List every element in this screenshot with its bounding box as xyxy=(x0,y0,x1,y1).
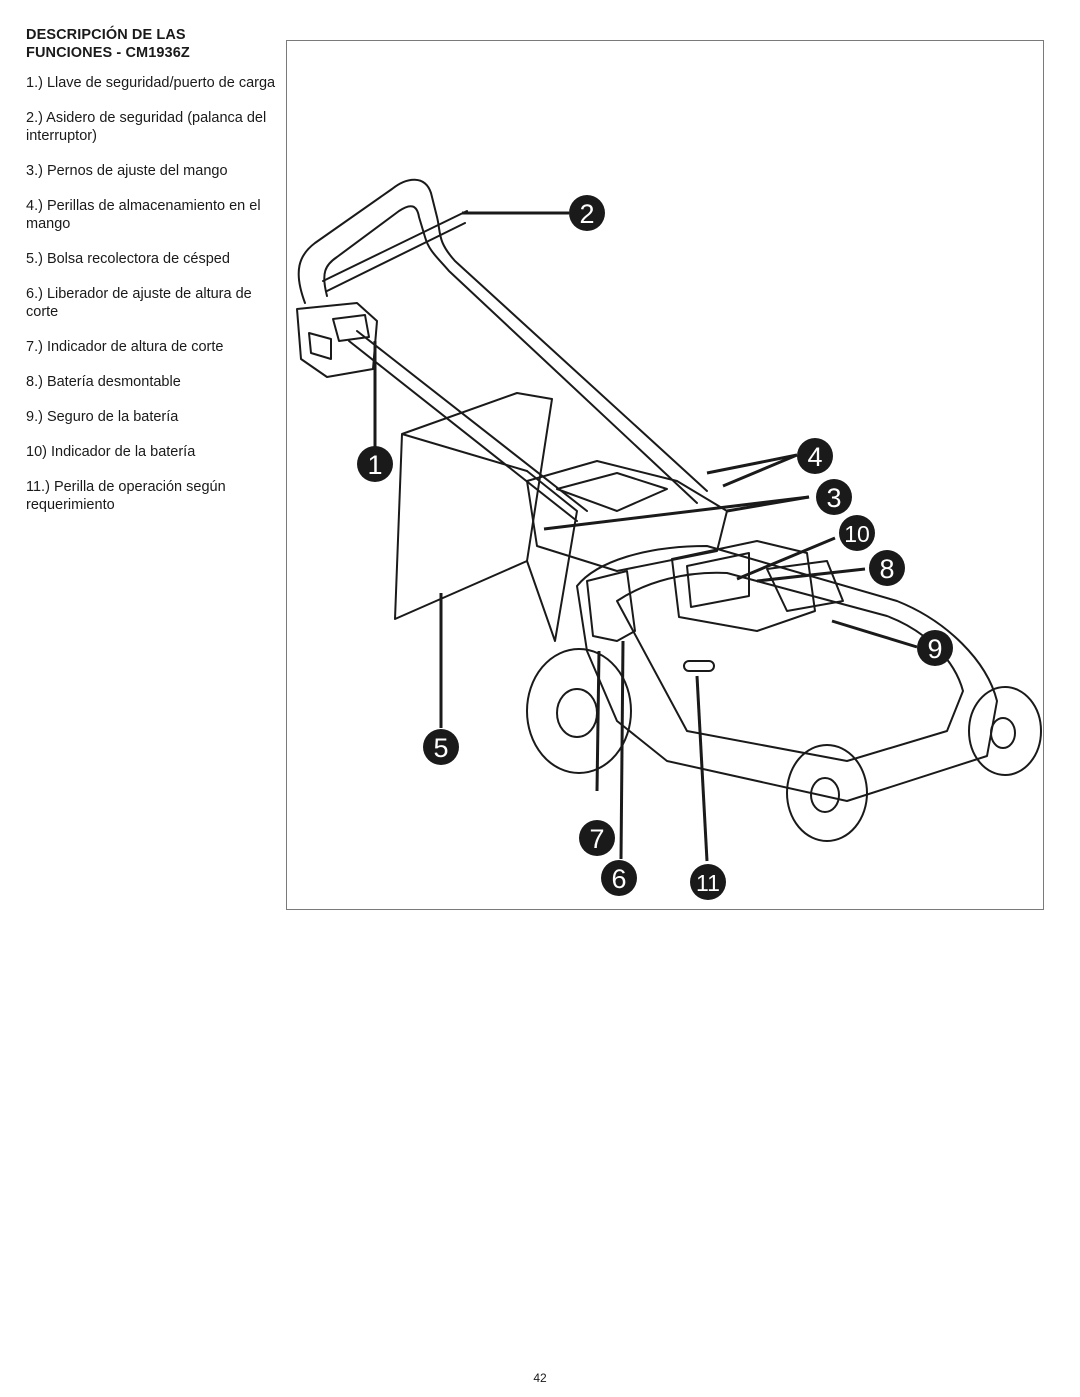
page-number: 42 xyxy=(533,1371,547,1385)
mower-figure-frame: 1 2 3 4 5 6 7 8 9 10 11 xyxy=(286,40,1044,910)
svg-text:2: 2 xyxy=(579,199,594,229)
battery-lock xyxy=(766,560,844,612)
svg-text:4: 4 xyxy=(807,442,822,472)
leader-lines xyxy=(373,211,918,862)
svg-text:5: 5 xyxy=(433,733,448,763)
motor-cover xyxy=(526,460,728,572)
svg-text:8: 8 xyxy=(879,554,894,584)
operation-knob xyxy=(683,660,715,672)
leader-8 xyxy=(756,567,866,583)
callout-9: 9 xyxy=(917,630,953,666)
svg-text:1: 1 xyxy=(367,450,382,480)
front-wheel-left-hub xyxy=(810,777,840,813)
leader-3a xyxy=(543,495,810,531)
feature-item-8: 8.) Batería desmontable xyxy=(26,374,181,390)
callout-7: 7 xyxy=(579,820,615,856)
callout-1: 1 xyxy=(357,446,393,482)
callout-11: 11 xyxy=(690,864,726,900)
safety-key-detail xyxy=(308,314,370,360)
grass-bag xyxy=(394,392,553,620)
grass-bag-side xyxy=(526,470,578,642)
svg-text:11: 11 xyxy=(696,870,720,896)
feature-item-11: 11.) Perilla de operación según requerim… xyxy=(26,479,226,513)
svg-text:6: 6 xyxy=(611,864,626,894)
leader-10 xyxy=(736,536,836,581)
front-wheel-right-hub xyxy=(990,717,1016,749)
safety-bar xyxy=(322,210,468,292)
rear-wheel xyxy=(526,648,632,774)
feature-item-7: 7.) Indicador de altura de corte xyxy=(26,339,224,355)
callout-6: 6 xyxy=(601,860,637,896)
leader-4a xyxy=(706,453,798,475)
feature-list: 1.) Llave de seguridad/puerto de carga 2… xyxy=(26,74,282,514)
callout-2: 2 xyxy=(569,195,605,231)
leader-7 xyxy=(595,650,601,792)
svg-text:3: 3 xyxy=(826,483,841,513)
callout-4: 4 xyxy=(797,438,833,474)
feature-item-2: 2.) Asidero de seguridad (palanca del in… xyxy=(26,110,267,144)
mower-deck-top xyxy=(616,571,964,762)
svg-text:9: 9 xyxy=(927,634,942,664)
safety-key-box xyxy=(296,302,378,378)
battery xyxy=(671,540,816,632)
handle-lower-rail xyxy=(348,330,588,522)
section-title: DESCRIPCIÓN DE LAS FUNCIONES - CM1936Z xyxy=(26,26,282,62)
feature-item-6: 6.) Liberador de ajuste de altura de cor… xyxy=(26,286,252,320)
leader-11 xyxy=(695,675,709,862)
leader-9 xyxy=(831,619,918,649)
leader-6 xyxy=(619,640,625,860)
feature-item-4: 4.) Perillas de almacenamiento en el man… xyxy=(26,198,261,232)
rear-wheel-hub xyxy=(556,688,598,738)
mower-deck xyxy=(576,545,998,802)
leader-4b xyxy=(722,453,798,488)
feature-item-3: 3.) Pernos de ajuste del mango xyxy=(26,163,228,179)
height-adjust-lever xyxy=(586,570,636,642)
feature-item-10: 10) Indicador de la batería xyxy=(26,444,196,460)
svg-text:7: 7 xyxy=(589,824,604,854)
callout-10: 10 xyxy=(839,515,875,551)
callout-5: 5 xyxy=(423,729,459,765)
feature-description-section: DESCRIPCIÓN DE LAS FUNCIONES - CM1936Z 1… xyxy=(26,26,282,531)
lawn-mower-illustration: 1 2 3 4 5 6 7 8 9 10 11 xyxy=(296,178,1042,900)
svg-text:10: 10 xyxy=(844,521,870,547)
mower-handle xyxy=(297,178,708,492)
front-wheel-right xyxy=(968,686,1042,776)
section-title-line-1: DESCRIPCIÓN DE LAS xyxy=(26,27,186,43)
feature-item-9: 9.) Seguro de la batería xyxy=(26,409,179,425)
section-title-line-2: FUNCIONES - CM1936Z xyxy=(26,45,190,61)
callout-8: 8 xyxy=(869,550,905,586)
mower-handle-inner xyxy=(323,205,698,504)
front-wheel-left xyxy=(786,744,868,842)
feature-item-5: 5.) Bolsa recolectora de césped xyxy=(26,251,230,267)
callout-3: 3 xyxy=(816,479,852,515)
feature-item-1: 1.) Llave de seguridad/puerto de carga xyxy=(26,75,276,91)
leader-3b xyxy=(726,495,810,513)
